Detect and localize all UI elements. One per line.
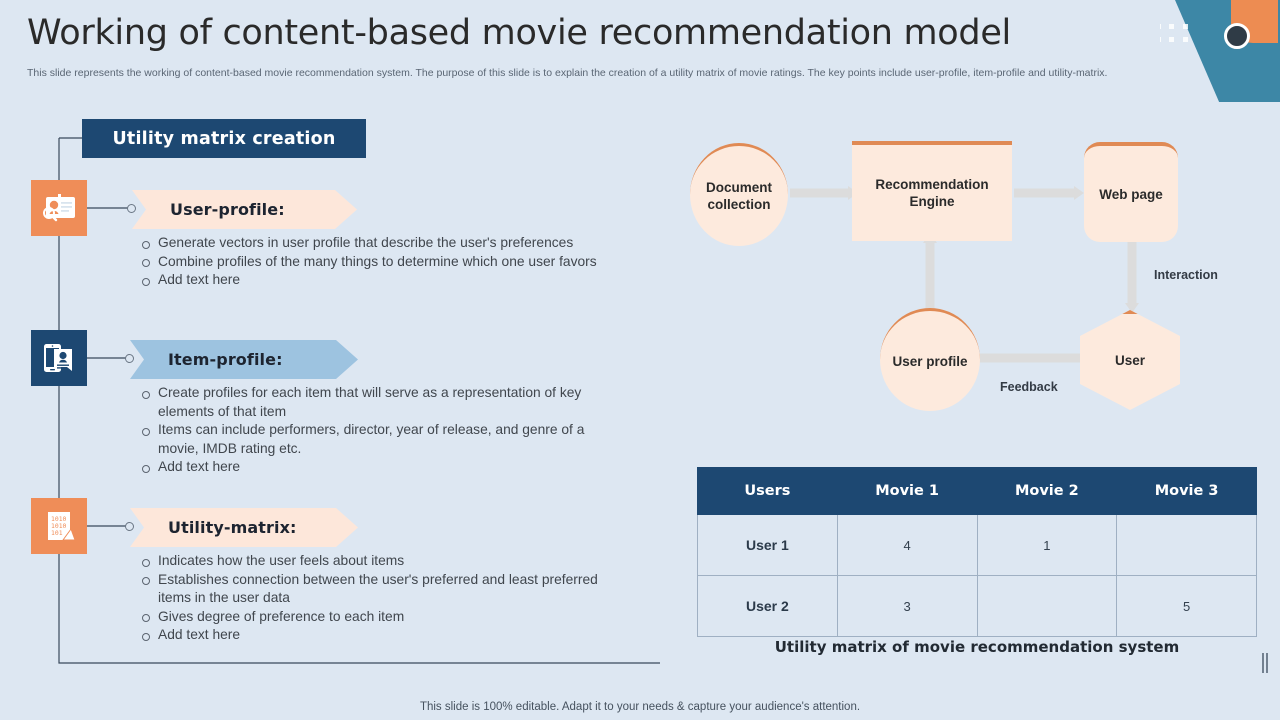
- table-cell-user: User 1: [697, 514, 838, 576]
- table-row: User 2 3 5: [697, 575, 1257, 637]
- table-column-header: Movie 1: [836, 467, 978, 515]
- id-card-icon: [43, 194, 75, 222]
- connector-dot-utility-matrix: [125, 522, 134, 531]
- table-column-header: Users: [697, 467, 838, 515]
- flow-node-user-profile: User profile: [880, 308, 980, 411]
- list-item: Generate vectors in user profile that de…: [136, 234, 606, 253]
- table-column-header: Movie 3: [1116, 467, 1257, 515]
- section-bullets-user-profile: Generate vectors in user profile that de…: [136, 234, 606, 290]
- svg-text:1010: 1010: [51, 522, 67, 530]
- corner-decoration: [1160, 0, 1280, 102]
- table-row: User 1 4 1: [697, 514, 1257, 576]
- list-item: Add text here: [136, 458, 616, 477]
- section-banner-item-profile: Item-profile:: [130, 340, 358, 379]
- page-subtitle: This slide represents the working of con…: [27, 67, 1108, 79]
- flow-node-label: User: [1114, 352, 1146, 368]
- section-icon-item-profile: [31, 330, 87, 386]
- flow-node-document-collection: Document collection: [690, 143, 788, 246]
- list-item: Create profiles for each item that will …: [136, 384, 616, 421]
- section-icon-utility-matrix: 1010 1010 101: [31, 498, 87, 554]
- section-label-item-profile: Item-profile:: [168, 350, 283, 369]
- table-cell-rating: 3: [836, 575, 978, 637]
- flow-node-label: Document collection: [705, 180, 772, 212]
- section-bullets-utility-matrix: Indicates how the user feels about items…: [136, 552, 616, 645]
- connector-spine: [58, 137, 660, 664]
- list-item: Add text here: [136, 271, 606, 290]
- svg-text:101: 101: [51, 529, 63, 537]
- list-item: Gives degree of preference to each item: [136, 608, 616, 627]
- list-item: Items can include performers, director, …: [136, 421, 616, 458]
- section-label-utility-matrix: Utility-matrix:: [168, 518, 297, 537]
- section-icon-user-profile: [31, 180, 87, 236]
- binary-matrix-icon: 1010 1010 101: [48, 512, 76, 541]
- spine-end-tick: [1262, 653, 1268, 673]
- connector-dot-user-profile: [127, 204, 136, 213]
- mobile-profile-icon: [44, 344, 72, 372]
- table-caption: Utility matrix of movie recommendation s…: [774, 638, 1180, 656]
- table-header-row: Users Movie 1 Movie 2 Movie 3: [697, 467, 1257, 515]
- list-item: Indicates how the user feels about items: [136, 552, 616, 571]
- ring-icon: [1224, 23, 1250, 49]
- list-item: Establishes connection between the user'…: [136, 571, 616, 608]
- utility-matrix-creation-label: Utility matrix creation: [112, 128, 336, 149]
- flow-label-feedback: Feedback: [1000, 380, 1058, 394]
- flow-node-label: Recommendation Engine: [875, 177, 989, 209]
- connector-dot-item-profile: [125, 354, 134, 363]
- section-bullets-item-profile: Create profiles for each item that will …: [136, 384, 616, 477]
- flow-node-recommendation-engine: Recommendation Engine: [852, 141, 1012, 241]
- utility-matrix-creation-banner: Utility matrix creation: [82, 119, 366, 158]
- section-banner-utility-matrix: Utility-matrix:: [130, 508, 358, 547]
- table-cell-user: User 2: [697, 575, 838, 637]
- page-title: Working of content-based movie recommend…: [27, 13, 1011, 53]
- list-item: Combine profiles of the many things to d…: [136, 253, 606, 272]
- section-banner-user-profile: User-profile:: [132, 190, 357, 229]
- footer-note: This slide is 100% editable. Adapt it to…: [419, 701, 861, 713]
- flow-node-web-page: Web page: [1084, 142, 1178, 242]
- table-cell-rating: [976, 575, 1118, 637]
- table-column-header: Movie 2: [976, 467, 1118, 515]
- utility-matrix-table: Users Movie 1 Movie 2 Movie 3 User 1 4 1…: [697, 467, 1257, 637]
- flow-arrows: [790, 186, 1139, 365]
- table-cell-rating: 5: [1116, 575, 1257, 637]
- table-cell-rating: 1: [976, 514, 1118, 576]
- list-item: Add text here: [136, 626, 616, 645]
- flow-node-label: User profile: [892, 353, 968, 369]
- table-cell-rating: [1116, 514, 1257, 576]
- table-cell-rating: 4: [836, 514, 978, 576]
- dot-grid-icon: [1160, 24, 1198, 48]
- flow-label-interaction: Interaction: [1154, 268, 1218, 282]
- svg-text:1010: 1010: [51, 515, 67, 523]
- section-label-user-profile: User-profile:: [170, 200, 285, 219]
- flow-node-label: Web page: [1099, 186, 1163, 202]
- recommendation-flow-diagram: Document collection Recommendation Engin…: [672, 125, 1272, 425]
